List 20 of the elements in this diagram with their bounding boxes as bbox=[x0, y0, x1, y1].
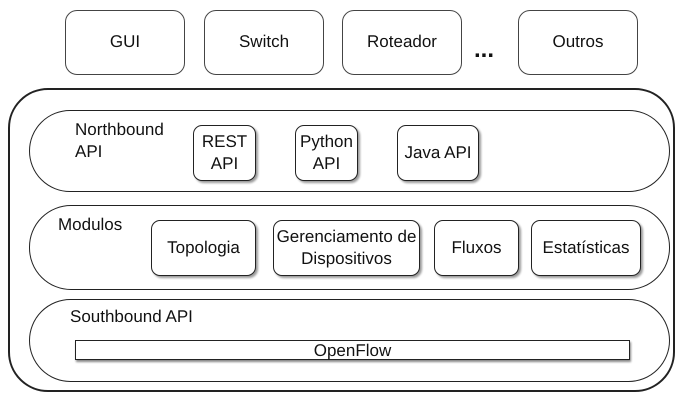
application-box: GUI bbox=[65, 10, 185, 75]
protocol-bar: OpenFlow bbox=[75, 340, 630, 360]
controller-frame bbox=[8, 88, 675, 392]
application-box: Outros bbox=[518, 10, 638, 75]
application-box: Roteador bbox=[342, 10, 462, 75]
module-box: Gerenciamento de Dispositivos bbox=[273, 220, 420, 276]
application-box: Switch bbox=[204, 10, 324, 75]
ellipsis-label: ... bbox=[474, 36, 494, 64]
module-box: Estatísticas bbox=[531, 220, 641, 276]
layer-band bbox=[29, 299, 670, 382]
layer-band bbox=[29, 110, 670, 192]
module-box: Fluxos bbox=[434, 220, 519, 276]
layer-band bbox=[29, 205, 670, 290]
layer-title: Modulos bbox=[58, 214, 122, 236]
module-box: REST API bbox=[193, 125, 256, 181]
module-box: Topologia bbox=[151, 220, 256, 276]
layer-title: Southbound API bbox=[70, 306, 193, 328]
layer-title: Northbound API bbox=[75, 119, 165, 164]
module-box: Python API bbox=[295, 125, 358, 181]
module-box: Java API bbox=[397, 125, 479, 181]
